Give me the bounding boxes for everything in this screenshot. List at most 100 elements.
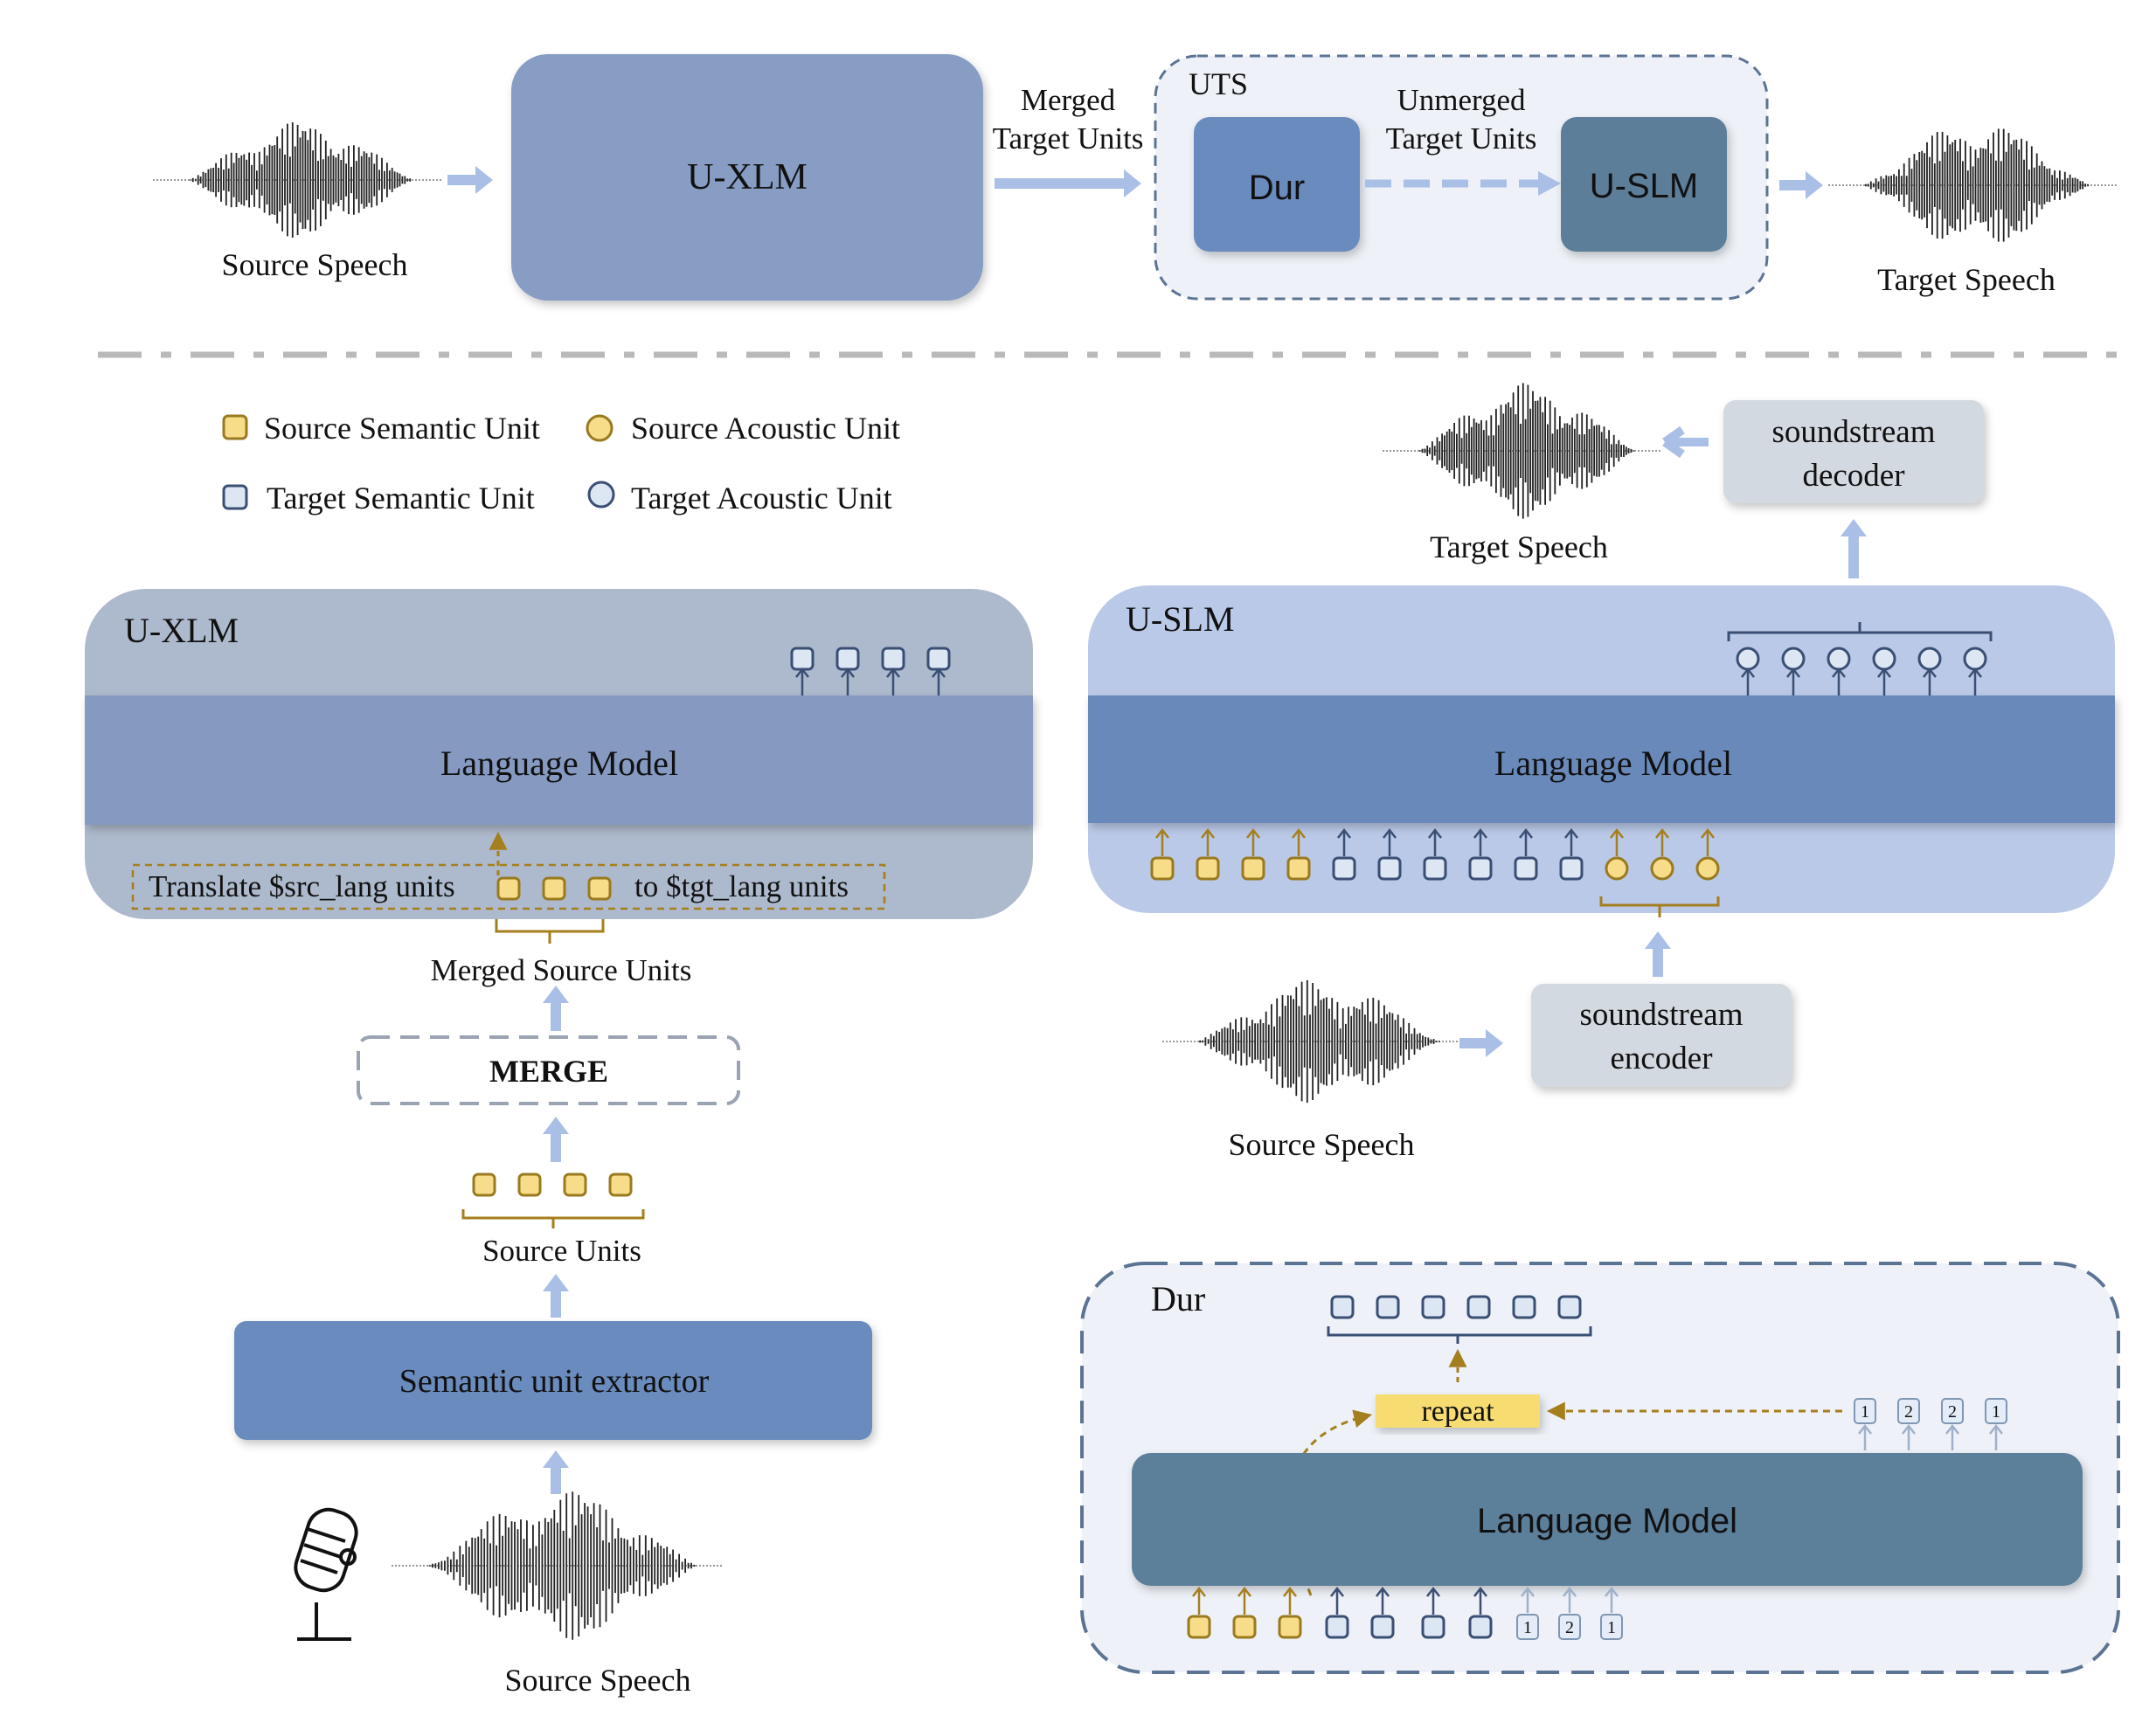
source-acoustic-unit	[1695, 856, 1720, 881]
source-semantic-unit	[608, 1173, 633, 1197]
duration-value: 1	[1992, 1402, 2000, 1422]
arrow-icon	[543, 986, 569, 1031]
target-semantic-unit	[1376, 1295, 1400, 1319]
duration-value: 2	[1948, 1402, 1957, 1422]
source-semantic-unit	[563, 1173, 587, 1197]
top-uslm-label: U-SLM	[1590, 167, 1698, 205]
arrow-icon	[1841, 519, 1867, 578]
encoder-line1: soundstream	[1579, 997, 1743, 1033]
source-speech-waveform-icon	[1162, 979, 1468, 1104]
target-acoustic-unit	[1963, 647, 1987, 671]
top-dur-label: Dur	[1249, 169, 1305, 207]
dur-language-model-box	[1132, 1453, 2083, 1586]
merged-source-units-label: Merged Source Units	[431, 953, 692, 987]
uxlm-source-speech-label: Source Speech	[505, 1663, 691, 1698]
prompt-box	[131, 863, 886, 910]
arrow-icon	[543, 1117, 569, 1162]
target-acoustic-unit	[1917, 647, 1942, 671]
duration-token	[1941, 1398, 1964, 1424]
merged-source-units-row	[496, 876, 612, 901]
semantic-extractor-box	[234, 1321, 872, 1440]
duration-value: 1	[1607, 1618, 1616, 1637]
top-uslm-box	[1561, 117, 1727, 252]
source-semantic-unit	[1286, 856, 1311, 881]
decoder-line2: decoder	[1802, 458, 1904, 494]
target-semantic-unit	[1421, 1615, 1445, 1639]
target-semantic-unit	[1332, 856, 1356, 881]
top-uxlm-label: U-XLM	[687, 157, 808, 197]
uxlm-language-model-label: Language Model	[440, 744, 678, 783]
source-semantic-unit	[517, 1173, 542, 1197]
target-semantic-unit	[1325, 1615, 1349, 1639]
uxlm-output-units	[790, 647, 951, 695]
unmerged-target-units-line1: Unmerged	[1397, 83, 1526, 117]
arrow-icon	[1779, 171, 1823, 199]
source-acoustic-unit	[1650, 856, 1674, 881]
target-semantic-unit	[1557, 1295, 1582, 1319]
legend-target-semantic-icon	[222, 484, 248, 510]
prompt-right-text: to $tgt_lang units	[634, 869, 849, 903]
legend-source-acoustic-label: Source Acoustic Unit	[631, 411, 900, 446]
target-semantic-unit	[1370, 1615, 1395, 1639]
dur-language-model-label: Language Model	[1477, 1502, 1737, 1540]
target-semantic-unit	[926, 647, 951, 671]
legend-source-semantic-label: Source Semantic Unit	[264, 411, 540, 446]
source-semantic-unit	[1232, 1615, 1257, 1639]
acoustic-input-brace	[1599, 896, 1720, 917]
uxlm-title: U-XLM	[124, 611, 239, 650]
legend-target-acoustic-label: Target Acoustic Unit	[631, 481, 892, 515]
duration-token	[1558, 1614, 1581, 1640]
arrow-icon	[1459, 1029, 1503, 1057]
legend-source-semantic-icon	[222, 414, 248, 440]
target-semantic-unit	[1421, 1295, 1445, 1319]
target-acoustic-unit	[1872, 647, 1896, 671]
target-semantic-unit	[1377, 856, 1402, 881]
source-semantic-unit	[542, 876, 566, 901]
target-semantic-unit	[1512, 1295, 1536, 1319]
source-units-brace	[461, 1209, 645, 1228]
merged-brace	[495, 919, 605, 944]
duration-value: 1	[1523, 1618, 1532, 1637]
target-acoustic-unit	[1781, 647, 1806, 671]
legend-target-acoustic-icon	[587, 481, 615, 509]
repeat-box	[1376, 1394, 1540, 1428]
acoustic-output-brace	[1727, 622, 1993, 641]
target-semantic-unit	[1423, 856, 1447, 881]
dur-output-units	[1330, 1295, 1582, 1319]
uslm-output-units	[1736, 647, 1987, 695]
top-target-speech-label: Target Speech	[1877, 262, 2055, 297]
target-semantic-unit	[835, 647, 860, 671]
duration-value: 1	[1861, 1402, 1869, 1422]
uslm-language-model-label: Language Model	[1494, 744, 1732, 783]
source-semantic-unit	[472, 1173, 496, 1197]
merge-label: MERGE	[489, 1054, 608, 1089]
legend-source-acoustic-icon	[586, 414, 614, 442]
dur-output-brace	[1327, 1326, 1592, 1344]
target-semantic-unit	[881, 647, 905, 671]
source-units-label: Source Units	[482, 1234, 641, 1268]
target-semantic-unit	[1468, 1615, 1493, 1639]
target-semantic-unit	[790, 647, 815, 671]
repeat-label: repeat	[1421, 1395, 1494, 1428]
semantic-extractor-label: Semantic unit extractor	[399, 1363, 710, 1400]
arrow-icon	[543, 1274, 569, 1318]
legend-target-semantic-label: Target Semantic Unit	[267, 481, 535, 515]
duration-token	[1985, 1398, 2007, 1424]
duration-token	[1516, 1614, 1539, 1640]
arrow-icon	[1662, 426, 1709, 459]
source-units-row	[472, 1173, 633, 1197]
uxlm-detail: U-XLM Language Model Translate $src_lang…	[85, 589, 1033, 1698]
top-uxlm-box	[511, 54, 983, 301]
duration-token	[1897, 1398, 1920, 1424]
duration-token	[1854, 1398, 1876, 1424]
duration-value: 2	[1904, 1402, 1913, 1422]
source-semantic-unit	[1196, 856, 1220, 881]
predicted-durations-row: 1 2 2 1	[1854, 1398, 2007, 1450]
target-semantic-unit	[1559, 856, 1584, 881]
uslm-title: U-SLM	[1126, 599, 1234, 639]
target-speech-waveform-icon	[1383, 383, 1662, 519]
merged-target-units-line1: Merged	[1021, 83, 1116, 117]
